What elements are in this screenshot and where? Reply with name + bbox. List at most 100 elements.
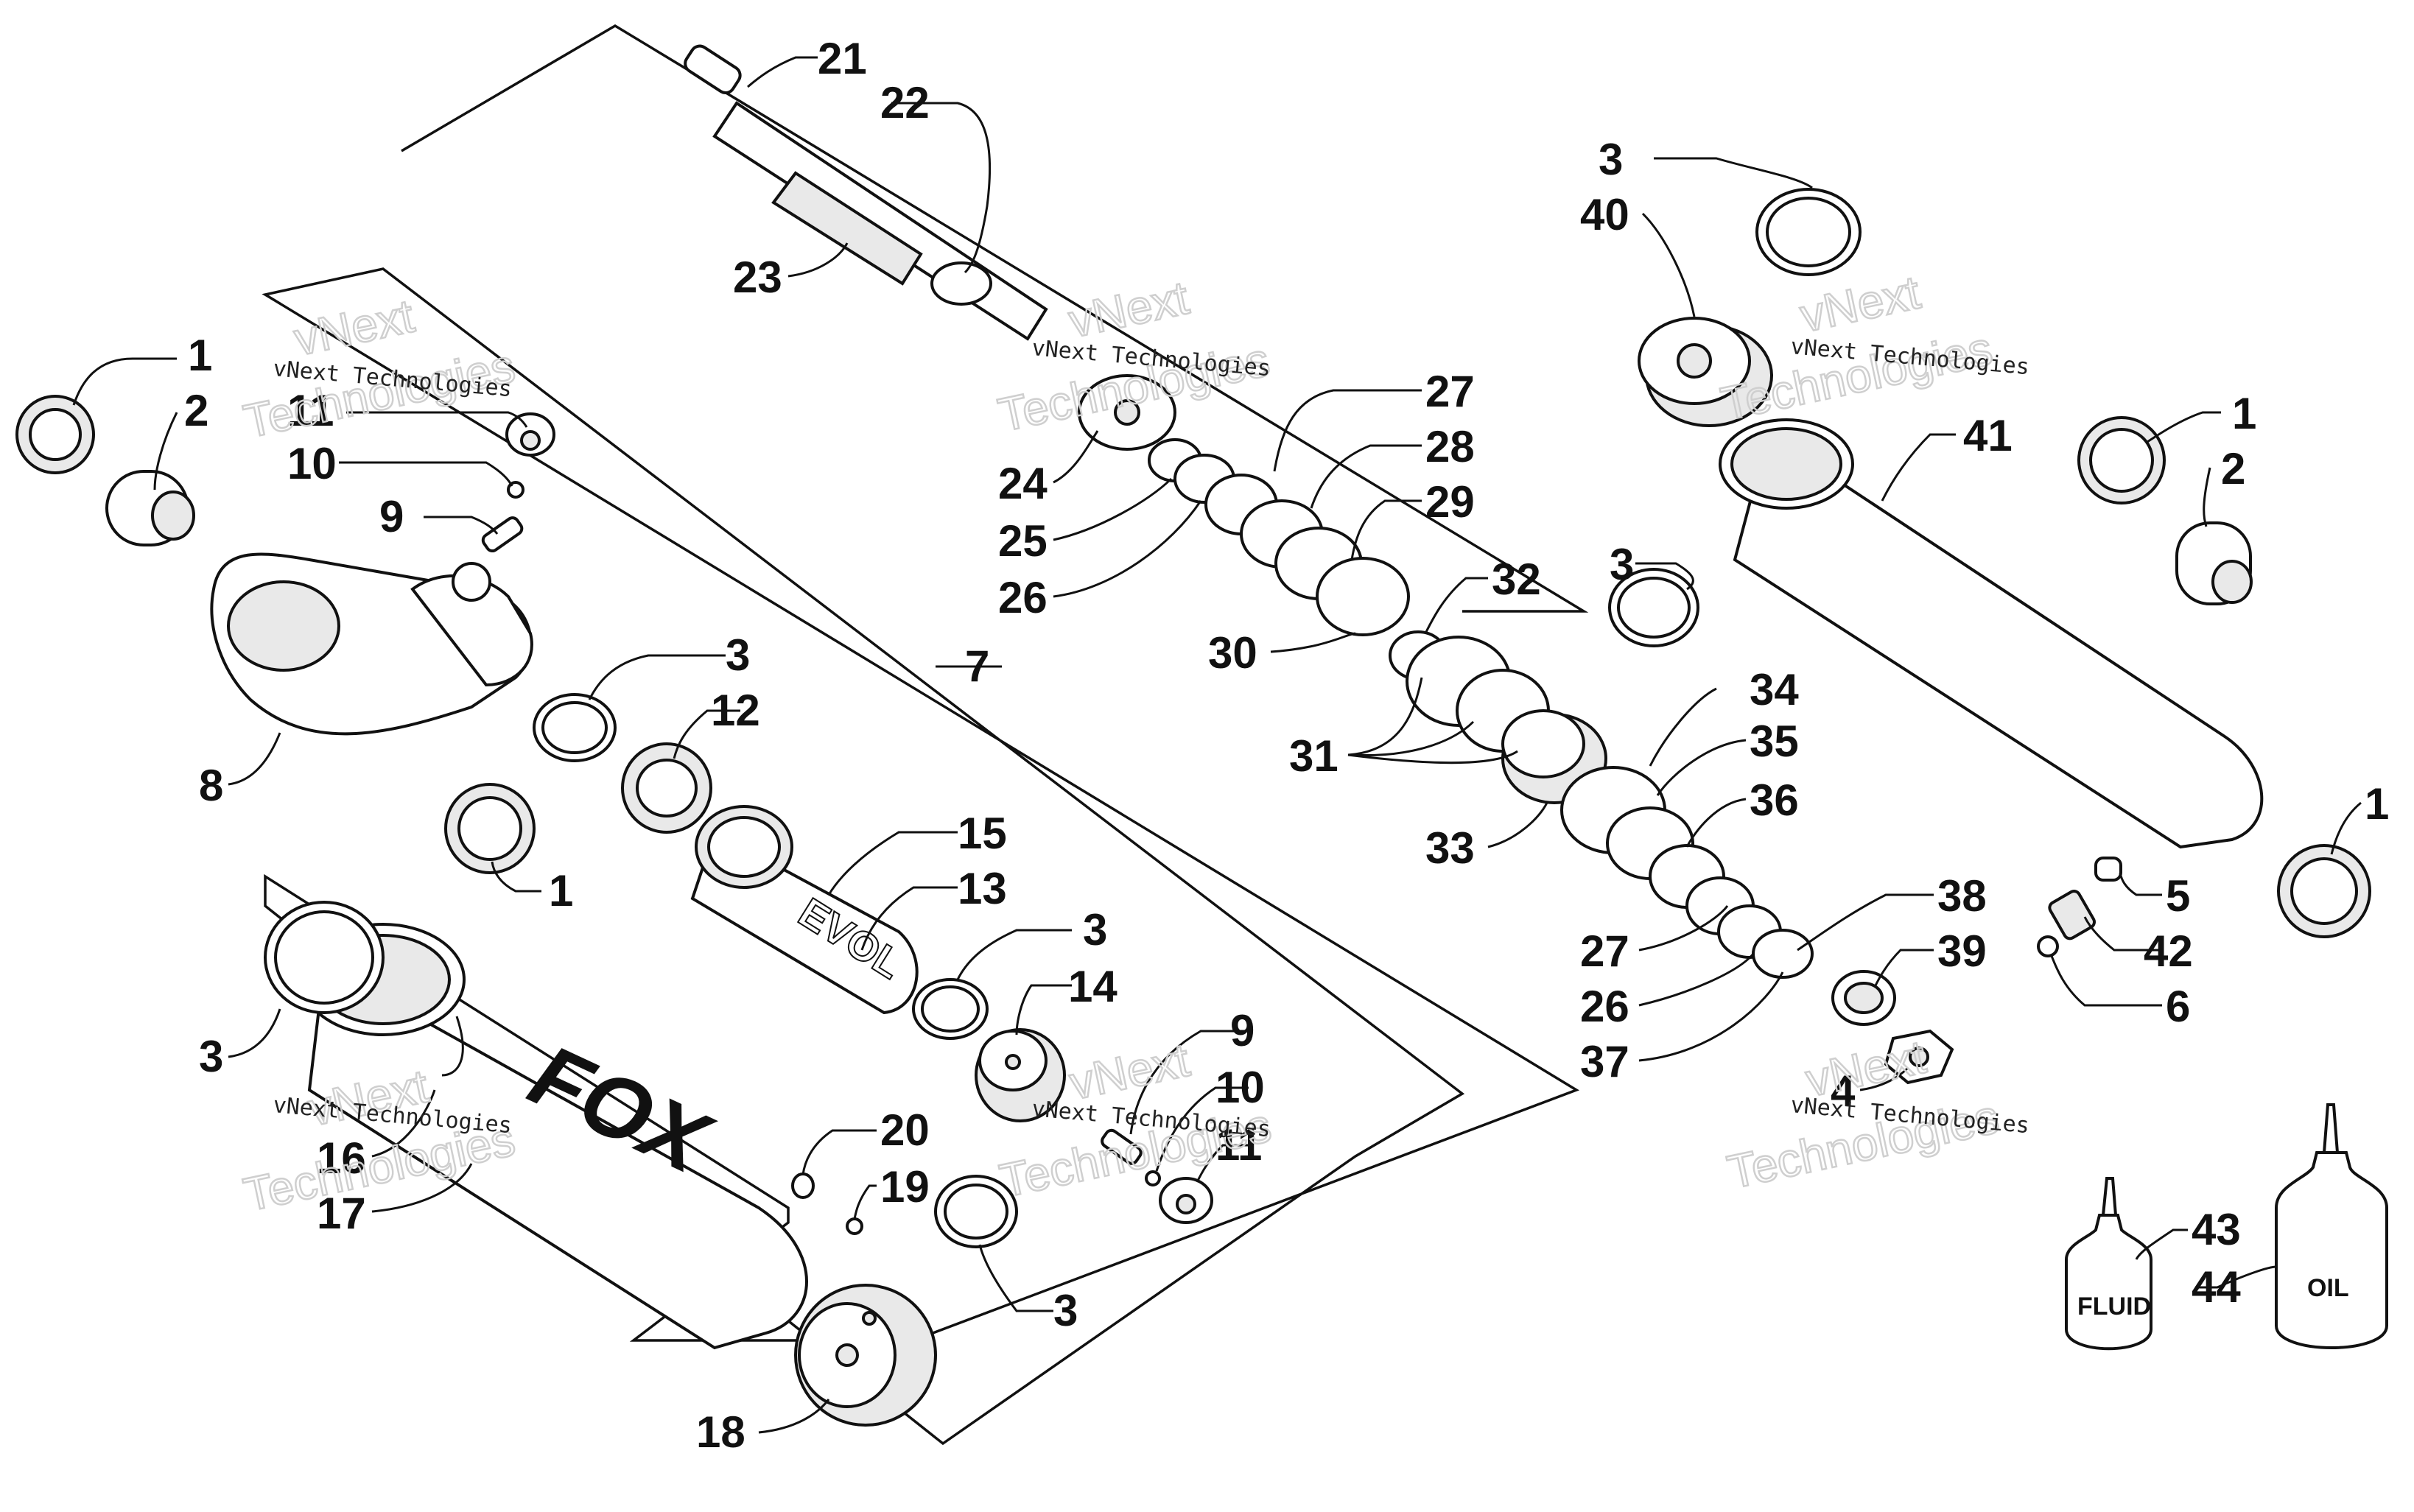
- callout-10: 10: [1215, 1063, 1265, 1112]
- part-3-seal-f: [1755, 188, 1862, 276]
- callout-11: 11: [1215, 1120, 1262, 1170]
- callout-35: 35: [1750, 717, 1799, 766]
- part-1-bushing-right-bottom: [2277, 844, 2371, 938]
- valve-assembly-frame: [401, 24, 1589, 613]
- callout-13: 13: [958, 864, 1007, 913]
- callout-3: 3: [1053, 1286, 1078, 1335]
- part-1-bushing-top-left: [15, 395, 95, 474]
- part-40-cap: [1638, 317, 1773, 427]
- part-11-cap-lower: [1159, 1177, 1213, 1224]
- part-18-end-cap: [794, 1284, 937, 1427]
- part-1-bushing-right-top: [2077, 416, 2166, 504]
- callout-41: 41: [1963, 411, 2013, 460]
- callout-1: 1: [2365, 779, 2389, 829]
- callout-22: 22: [880, 78, 930, 127]
- callout-16: 16: [317, 1133, 366, 1183]
- part-39-washer: [1831, 970, 1896, 1026]
- callout-18: 18: [696, 1407, 745, 1457]
- part-41-reservoir-body: [1719, 418, 2264, 849]
- part-1-bushing-mid: [444, 783, 536, 874]
- part-15-evol-sleeve: EVOL: [690, 805, 919, 1015]
- valve-shim-stack-lower: [1560, 766, 1814, 979]
- part-22-shaft: [712, 101, 1048, 341]
- callout-3: 3: [1599, 135, 1623, 184]
- callout-3: 3: [1083, 905, 1107, 954]
- callout-26: 26: [1580, 982, 1629, 1031]
- callout-20: 20: [880, 1105, 930, 1155]
- part-3-large-seal: [264, 901, 385, 1014]
- part-19-ball: [846, 1217, 863, 1235]
- part-16-main-body: FOX: [301, 923, 808, 1350]
- callout-3: 3: [726, 630, 750, 680]
- oil-label: OIL: [2307, 1274, 2349, 1302]
- callout-9: 9: [1230, 1006, 1255, 1055]
- part-3-seal-d: [934, 1175, 1018, 1248]
- callout-19: 19: [880, 1162, 930, 1212]
- part-24-washer: [1078, 374, 1176, 451]
- callout-44: 44: [2192, 1262, 2241, 1312]
- shock-assembly-7-frame: [262, 267, 1579, 1446]
- callout-7: 7: [965, 641, 989, 691]
- part-4-nut: [1884, 1029, 1954, 1085]
- part-10-oring-lower: [1145, 1170, 1161, 1186]
- callout-5: 5: [2166, 871, 2190, 921]
- callout-29: 29: [1425, 477, 1475, 527]
- callout-23: 23: [733, 253, 782, 302]
- callout-24: 24: [998, 459, 1048, 508]
- callout-40: 40: [1580, 190, 1629, 239]
- callout-3: 3: [199, 1032, 223, 1081]
- part-42-screw: [2048, 890, 2096, 940]
- callout-27: 27: [1580, 926, 1629, 976]
- part-9-valve-core-lower: [1101, 1128, 1143, 1165]
- watermark-big-a: vNext: [1064, 271, 1193, 348]
- callout-labels: 1 2 11 10 9 8 3 12 1 7 15 13 3 14 3 16 1…: [184, 34, 2389, 1457]
- part-3-seal-b: [912, 978, 989, 1040]
- watermark-big-b: Technologies: [1716, 322, 1996, 431]
- callout-25: 25: [998, 516, 1048, 566]
- callout-11: 11: [287, 386, 334, 435]
- callout-38: 38: [1937, 871, 1987, 921]
- part-14-piston: [975, 1028, 1066, 1122]
- callout-4: 4: [1831, 1066, 1856, 1116]
- callout-1: 1: [2232, 389, 2256, 438]
- callout-36: 36: [1750, 776, 1799, 825]
- watermark-big-a: vNext: [1065, 1033, 1194, 1110]
- callout-12: 12: [711, 686, 760, 735]
- leader-lines: [72, 56, 2362, 1434]
- part-9-valve-core-upper: [481, 516, 524, 553]
- part-2-spacer-right: [2175, 521, 2253, 605]
- part-44-oil-bottle: OIL: [2275, 1103, 2388, 1349]
- callout-6: 6: [2166, 982, 2190, 1031]
- callout-31: 31: [1289, 731, 1338, 781]
- fluid-label: FLUID: [2077, 1293, 2151, 1321]
- callout-26: 26: [998, 573, 1048, 622]
- callout-2: 2: [2221, 444, 2245, 493]
- callout-10: 10: [287, 439, 337, 488]
- part-11-cap-upper: [505, 412, 555, 457]
- callout-14: 14: [1068, 962, 1117, 1011]
- callout-32: 32: [1492, 555, 1541, 604]
- callout-17: 17: [317, 1189, 366, 1238]
- part-3-seal-e: [1608, 568, 1699, 647]
- part-12-bearing: [621, 742, 712, 834]
- watermark-big-a: vNext: [1796, 265, 1925, 342]
- callout-42: 42: [2144, 926, 2193, 976]
- part-21-shaft-end: [684, 44, 742, 95]
- callout-34: 34: [1750, 665, 1799, 714]
- callout-37: 37: [1580, 1037, 1629, 1086]
- callout-39: 39: [1937, 926, 1987, 976]
- callout-33: 33: [1425, 823, 1475, 873]
- part-3-seal-a: [533, 693, 617, 762]
- callout-27: 27: [1425, 367, 1475, 416]
- callout-1: 1: [188, 331, 212, 380]
- part-23-shaft-collar: [930, 261, 992, 306]
- callout-30: 30: [1208, 628, 1257, 678]
- callout-28: 28: [1425, 422, 1475, 471]
- part-8-body-head: [210, 552, 533, 736]
- part-2-spacer-top-left: [105, 470, 195, 546]
- watermark-big-a: vNext: [290, 289, 418, 365]
- callout-3: 3: [1610, 540, 1634, 589]
- callout-2: 2: [184, 386, 208, 435]
- callout-43: 43: [2192, 1205, 2241, 1254]
